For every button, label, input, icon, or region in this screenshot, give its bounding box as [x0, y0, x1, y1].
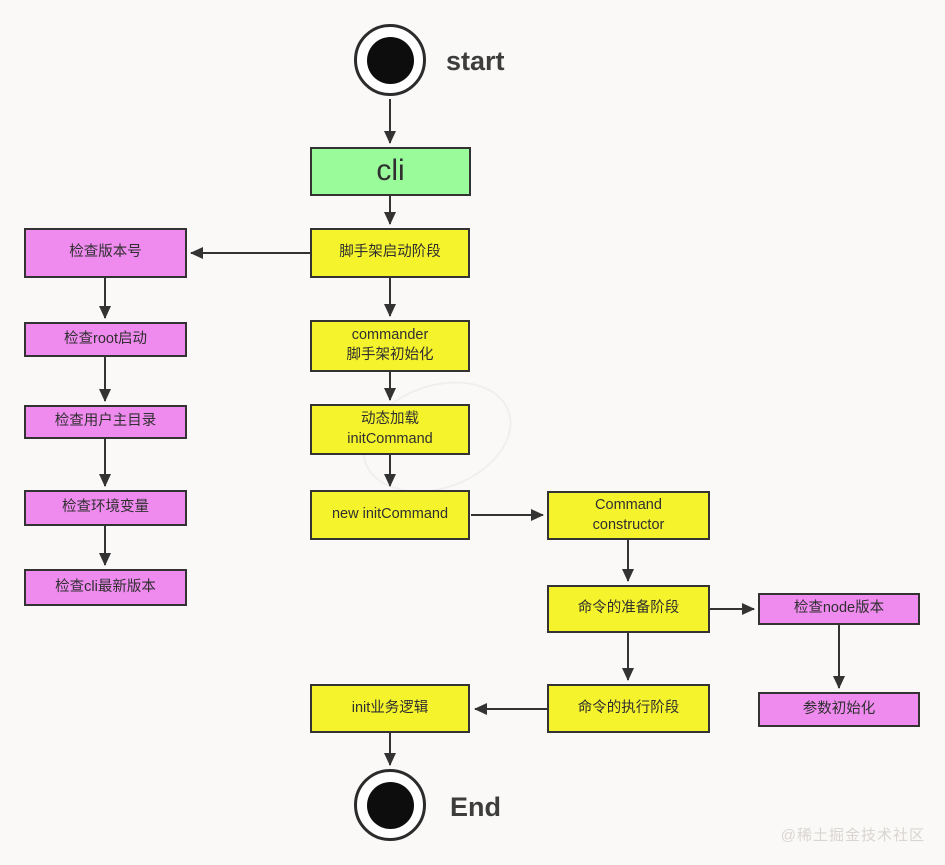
node-check-cli-latest-version: 检查cli最新版本	[24, 569, 187, 606]
end-dot-icon	[366, 781, 414, 829]
node-new-initcommand: new initCommand	[310, 490, 470, 540]
end-node-icon	[354, 769, 426, 841]
node-check-root: 检查root启动	[24, 322, 187, 357]
node-init-business-logic: init业务逻辑	[310, 684, 470, 733]
node-param-init: 参数初始化	[758, 692, 920, 727]
start-label: start	[446, 46, 505, 76]
node-commander-init: commander 脚手架初始化	[310, 320, 470, 372]
node-scaffold-start-phase: 脚手架启动阶段	[310, 228, 470, 278]
node-check-user-home: 检查用户主目录	[24, 405, 187, 439]
start-node-icon	[354, 24, 426, 96]
start-dot-icon	[366, 36, 414, 84]
node-check-version: 检查版本号	[24, 228, 187, 278]
node-check-node-version: 检查node版本	[758, 593, 920, 625]
node-command-execute-phase: 命令的执行阶段	[547, 684, 710, 733]
end-label: End	[450, 792, 501, 822]
node-command-prepare-phase: 命令的准备阶段	[547, 585, 710, 633]
node-dynamic-load-initcommand: 动态加载 initCommand	[310, 404, 470, 455]
node-command-constructor: Command constructor	[547, 491, 710, 540]
node-check-env-vars: 检查环境变量	[24, 490, 187, 526]
node-cli: cli	[310, 147, 471, 196]
site-watermark: @稀土掘金技术社区	[780, 827, 925, 844]
